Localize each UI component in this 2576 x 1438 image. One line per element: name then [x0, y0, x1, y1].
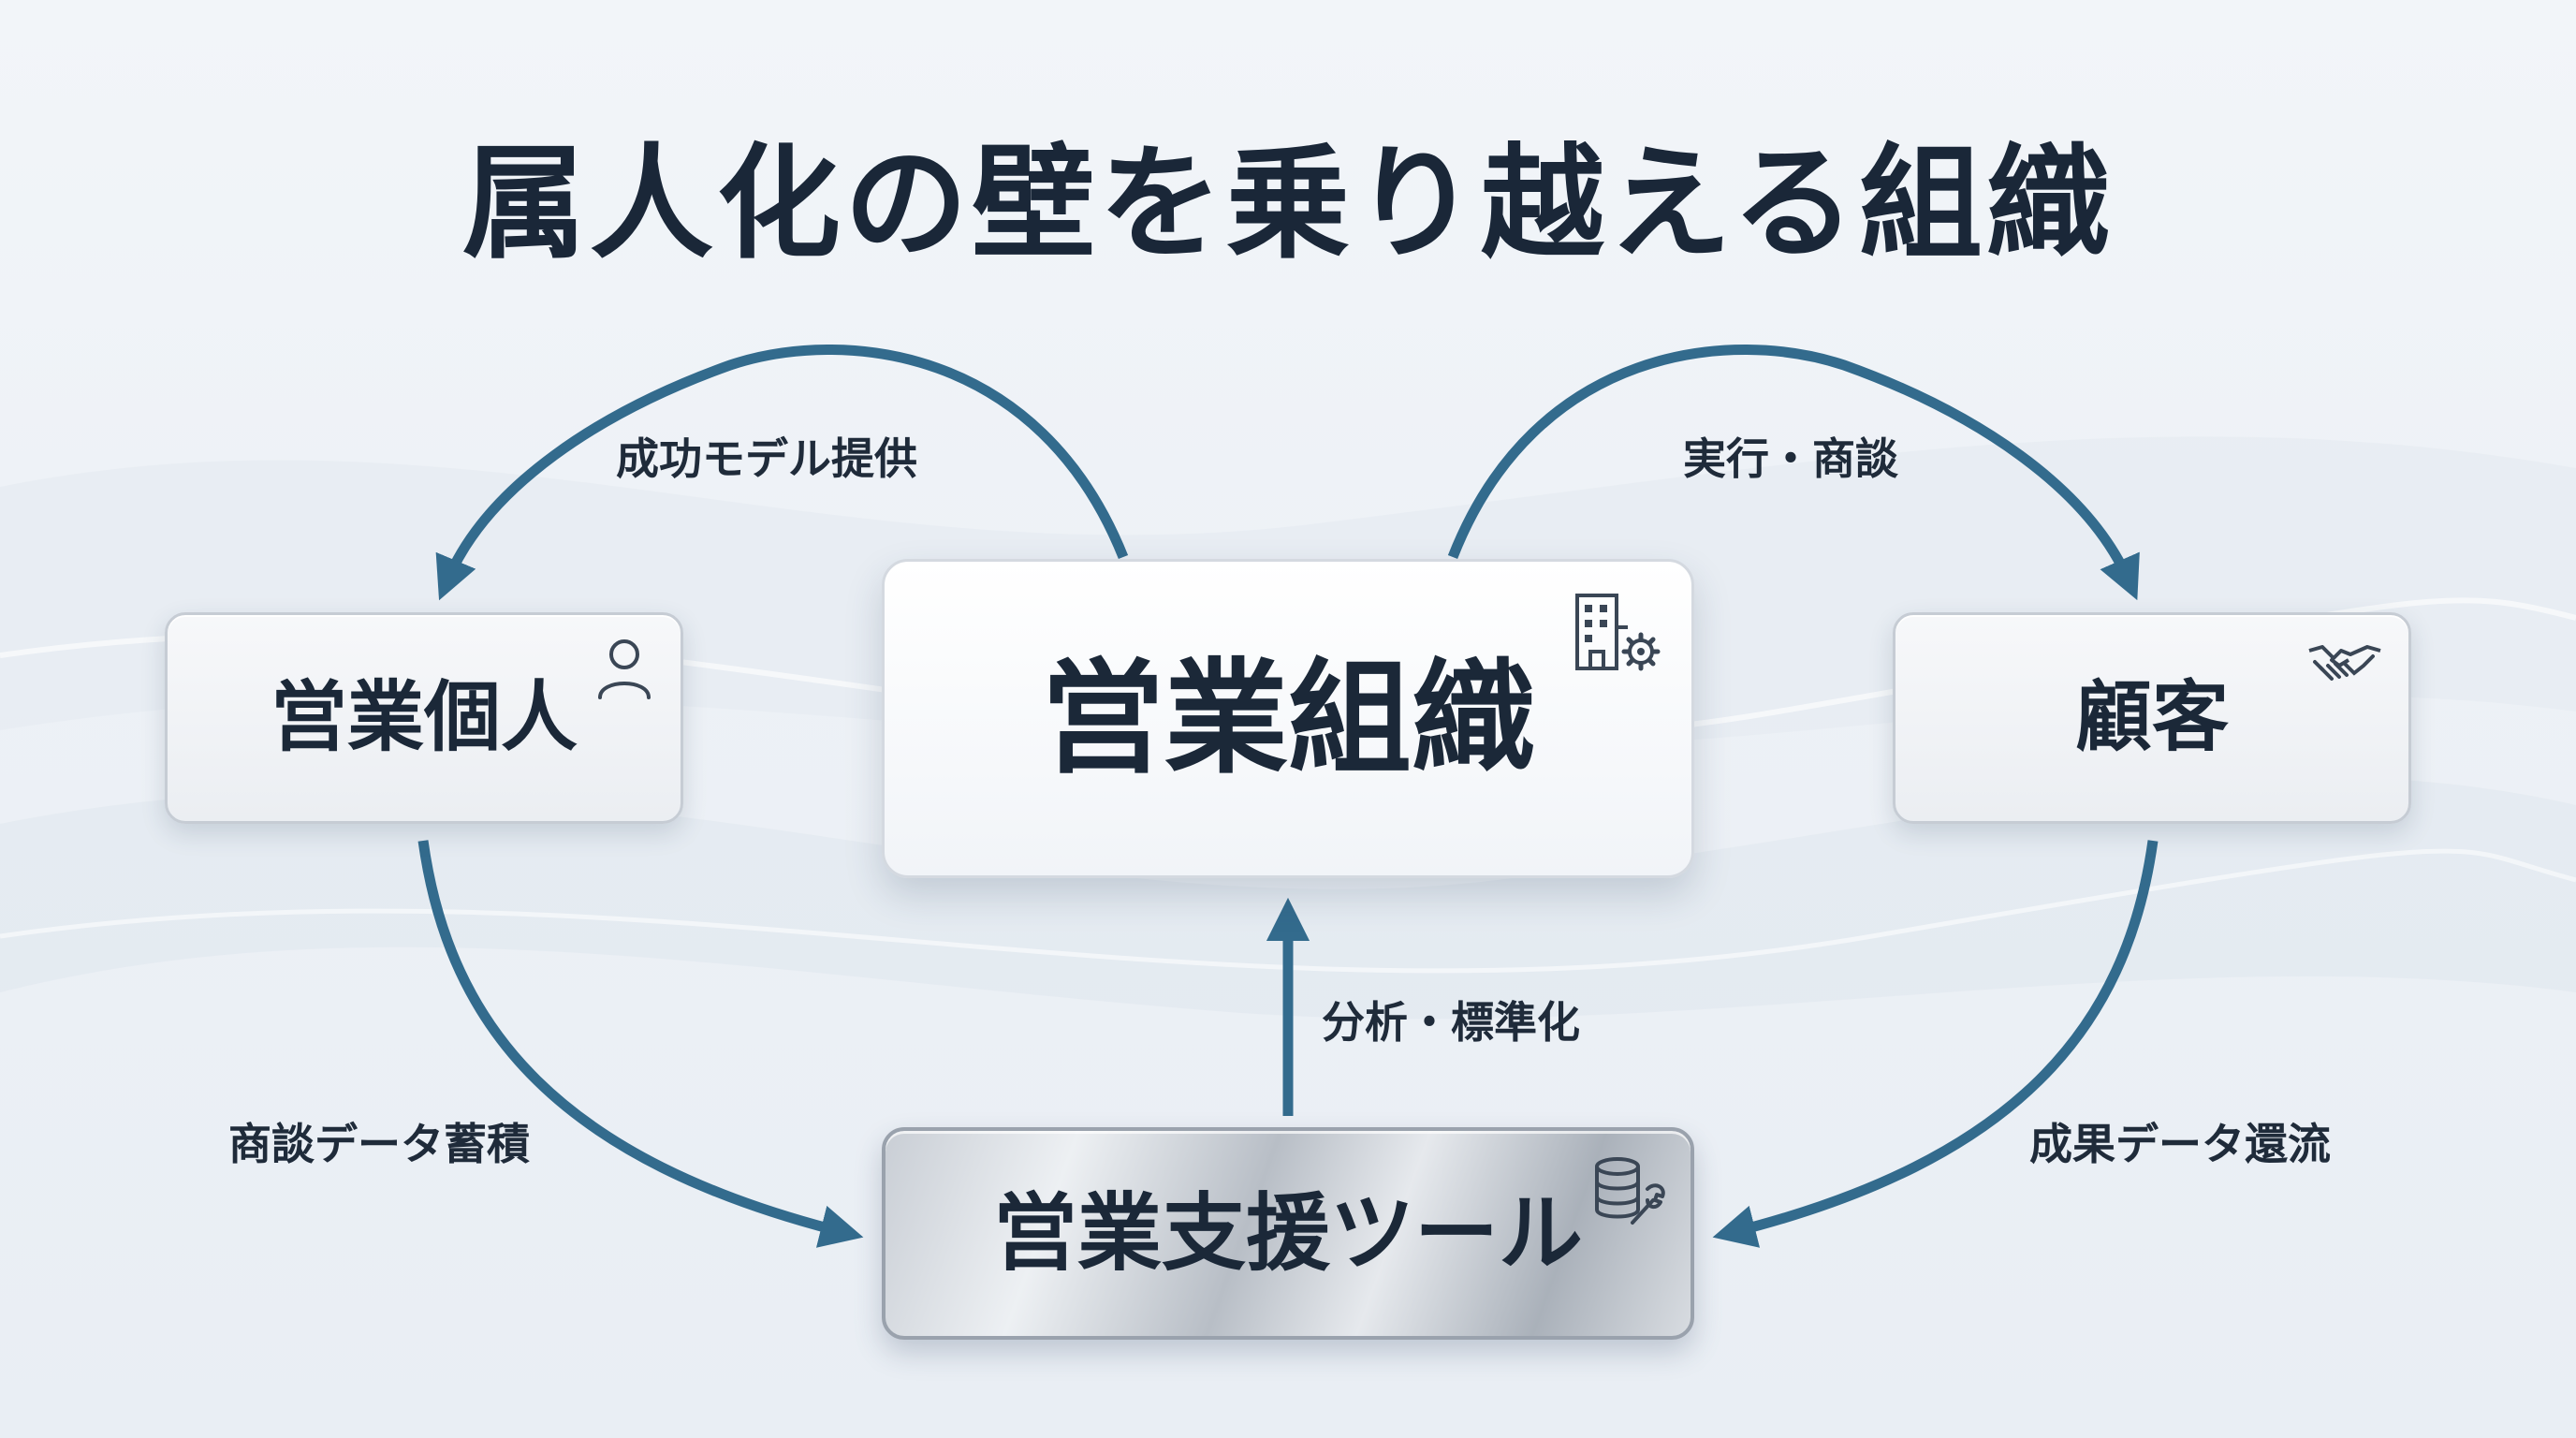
- node-individual-label: 営業個人: [270, 673, 578, 762]
- page-title: 属人化の壁を乗り越える組織: [461, 132, 2115, 276]
- node-customer: 顧客: [1893, 612, 2411, 824]
- arrow-return: [1712, 840, 2159, 1248]
- flow-label-model: 成功モデル提供: [616, 433, 917, 484]
- node-individual: 営業個人: [165, 612, 683, 824]
- flow-label-accumulate: 商談データ蓄積: [228, 1119, 530, 1169]
- arrow-accumulate: [417, 840, 864, 1248]
- flow-label-analyze: 分析・標準化: [1322, 997, 1580, 1048]
- handshake-icon: [2308, 645, 2381, 681]
- node-organization-label: 営業組織: [1041, 646, 1535, 791]
- node-organization: 営業組織: [882, 559, 1694, 878]
- person-icon: [598, 639, 651, 699]
- node-customer-label: 顧客: [2074, 673, 2229, 762]
- flow-label-execute: 実行・商談: [1683, 433, 1898, 484]
- database-wrench-icon: [1595, 1157, 1665, 1225]
- node-tool-label: 営業支援ツール: [993, 1183, 1583, 1283]
- flow-label-return: 成果データ還流: [2029, 1119, 2331, 1169]
- node-tool: 営業支援ツール: [882, 1127, 1694, 1340]
- building-gear-icon: [1575, 594, 1661, 671]
